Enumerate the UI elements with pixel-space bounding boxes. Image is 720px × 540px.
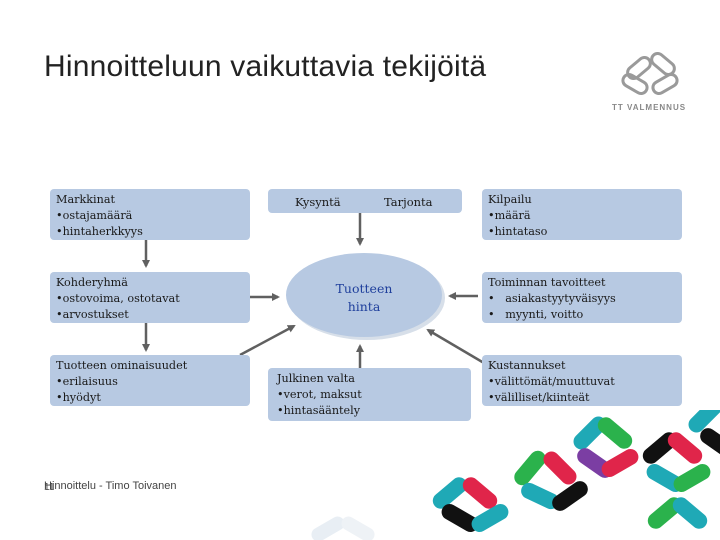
box-kohderyhma-item: •arvostukset	[56, 308, 129, 321]
box-ominaisuudet-item: •erilaisuus	[56, 375, 118, 388]
box-tavoitteet-item: • asiakastyytyväisyys	[488, 292, 616, 305]
box-julkinen: Julkinen valta •verot, maksut •hintasään…	[268, 368, 471, 421]
box-kilpailu-item: •hintataso	[488, 225, 548, 238]
supply-label: Tarjonta	[384, 195, 433, 209]
decor-cluster-2	[514, 450, 588, 511]
tt-valmennus-logo	[621, 52, 679, 95]
center-label-line1: Tuotteen	[335, 281, 393, 296]
box-kustannukset-title: Kustannukset	[488, 359, 566, 372]
decorative-shapes	[311, 410, 720, 540]
logo-text: TT VALMENNUS	[612, 103, 687, 112]
box-julkinen-title: Julkinen valta	[277, 372, 355, 385]
arrow-kustannukset-center	[426, 328, 485, 365]
arrow-ominaisuudet-center	[239, 324, 296, 357]
decor-cluster-6	[311, 516, 375, 540]
box-kohderyhma: Kohderyhmä •ostovoima, ostotavat •arvost…	[50, 272, 250, 323]
decor-cluster-3	[573, 416, 639, 478]
box-julkinen-item: •hintasääntely	[277, 404, 361, 417]
box-tavoitteet-title: Toiminnan tavoitteet	[488, 276, 606, 289]
box-markkinat-item: •hintaherkkyys	[56, 225, 143, 238]
box-julkinen-item: •verot, maksut	[277, 388, 362, 401]
box-kilpailu-title: Kilpailu	[488, 193, 532, 206]
decor-cluster-1	[432, 477, 509, 532]
box-kilpailu: Kilpailu •määrä •hintataso	[482, 189, 682, 240]
decor-cluster-4	[642, 432, 711, 492]
demand-label: Kysyntä	[295, 195, 341, 209]
box-kilpailu-item: •määrä	[488, 209, 531, 222]
center-product-price: Tuotteen hinta	[286, 253, 442, 337]
box-markkinat-title: Markkinat	[56, 193, 115, 206]
box-kohderyhma-title: Kohderyhmä	[56, 276, 128, 289]
decor-cluster-5	[647, 410, 720, 529]
box-ominaisuudet-item: •hyödyt	[56, 391, 101, 404]
box-kustannukset: Kustannukset •välittömät/muuttuvat •väli…	[482, 355, 682, 406]
box-ominaisuudet: Tuotteen ominaisuudet •erilaisuus •hyödy…	[50, 355, 250, 406]
box-tavoitteet: Toiminnan tavoitteet • asiakastyytyväisy…	[482, 272, 682, 323]
box-demand-supply	[268, 189, 462, 213]
box-markkinat-item: •ostajamäärä	[56, 209, 133, 222]
slide-title: Hinnoitteluun vaikuttavia tekijöitä	[44, 50, 487, 83]
box-tavoitteet-item: • myynti, voitto	[488, 308, 584, 321]
page-number: 11	[44, 482, 55, 493]
footer-text: Hinnoittelu - Timo Toivanen	[44, 480, 177, 492]
box-kustannukset-item: •välilliset/kiinteät	[488, 391, 590, 404]
box-ominaisuudet-title: Tuotteen ominaisuudet	[56, 359, 188, 372]
box-kohderyhma-item: •ostovoima, ostotavat	[56, 292, 180, 305]
center-label-line2: hinta	[347, 299, 381, 314]
box-kustannukset-item: •välittömät/muuttuvat	[488, 375, 615, 388]
box-markkinat: Markkinat •ostajamäärä •hintaherkkyys	[50, 189, 250, 240]
